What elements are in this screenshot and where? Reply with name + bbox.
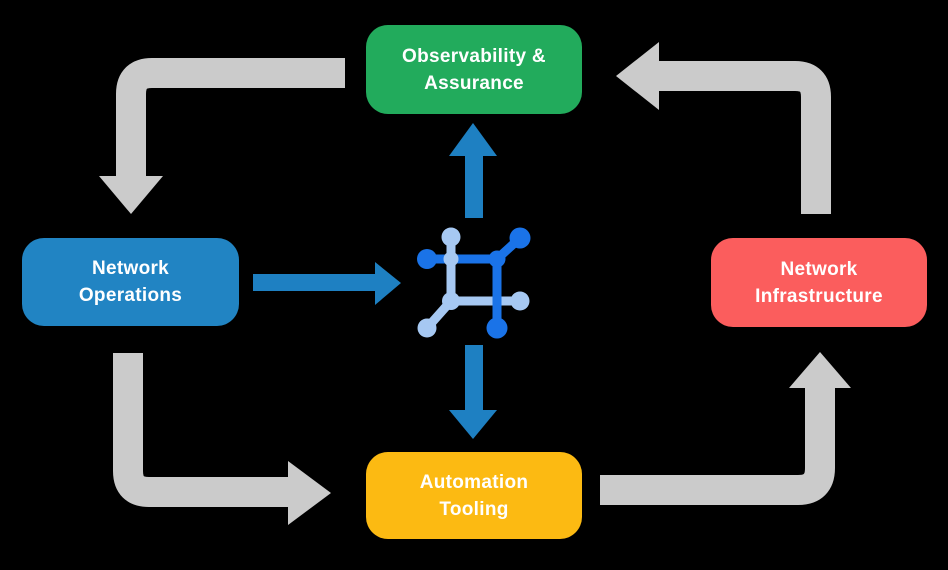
cycle-arrow-bottom-left (113, 353, 331, 525)
network-automation-icon (417, 227, 531, 339)
cycle-arrow-top-right-shaft (659, 61, 831, 214)
node-network-operations: Network Operations (22, 238, 239, 326)
node-observability-assurance: Observability & Assurance (366, 25, 582, 114)
cycle-arrow-bottom-right-shaft (600, 388, 835, 505)
icon-node-bottom (486, 317, 508, 339)
hub-arrow-up (449, 123, 497, 218)
hub-arrow-down-shaft (465, 345, 483, 411)
icon-node-right (510, 291, 530, 311)
cycle-arrow-bottom-left-head (288, 461, 331, 525)
node-label-line: Tooling (439, 498, 509, 520)
hub-arrow-right (253, 262, 401, 305)
hub-arrow-down-head (449, 410, 497, 439)
cycle-arrow-bottom-left-shaft (113, 353, 288, 507)
node-label-line: Automation (419, 471, 529, 493)
icon-junction-top-right (488, 250, 506, 268)
hub-arrow-down (449, 345, 497, 439)
node-automation-tooling: Automation Tooling (366, 452, 582, 539)
cycle-arrow-bottom-right (600, 352, 851, 505)
node-label-line: Assurance (424, 72, 524, 94)
node-label-line: Observability & (402, 45, 546, 67)
cycle-arrow-top-left-head (99, 176, 163, 214)
cycle-arrow-top-left-shaft (116, 58, 345, 178)
cycle-arrow-top-right-head (616, 42, 659, 110)
icon-junction-bottom-left (442, 292, 460, 310)
hub-arrow-up-head (449, 123, 497, 156)
cycle-arrow-top-left (99, 58, 345, 214)
icon-node-top-right (509, 227, 531, 249)
hub-arrow-right-shaft (253, 274, 375, 291)
hub-arrow-up-shaft (465, 155, 483, 218)
node-label-line: Operations (78, 285, 183, 306)
node-label-line: Network (780, 258, 858, 280)
cycle-arrow-top-right (616, 42, 831, 214)
icon-node-bottom-left (417, 318, 437, 338)
node-label-line: Network (91, 258, 170, 279)
icon-junction-top-left (443, 251, 459, 267)
icon-node-top (441, 227, 461, 247)
node-label-line: Infrastructure (755, 285, 883, 307)
node-network-infrastructure: Network Infrastructure (711, 238, 927, 327)
hub-arrow-right-head (375, 262, 401, 305)
icon-node-left (417, 249, 437, 269)
cycle-arrow-bottom-right-head (789, 352, 851, 388)
